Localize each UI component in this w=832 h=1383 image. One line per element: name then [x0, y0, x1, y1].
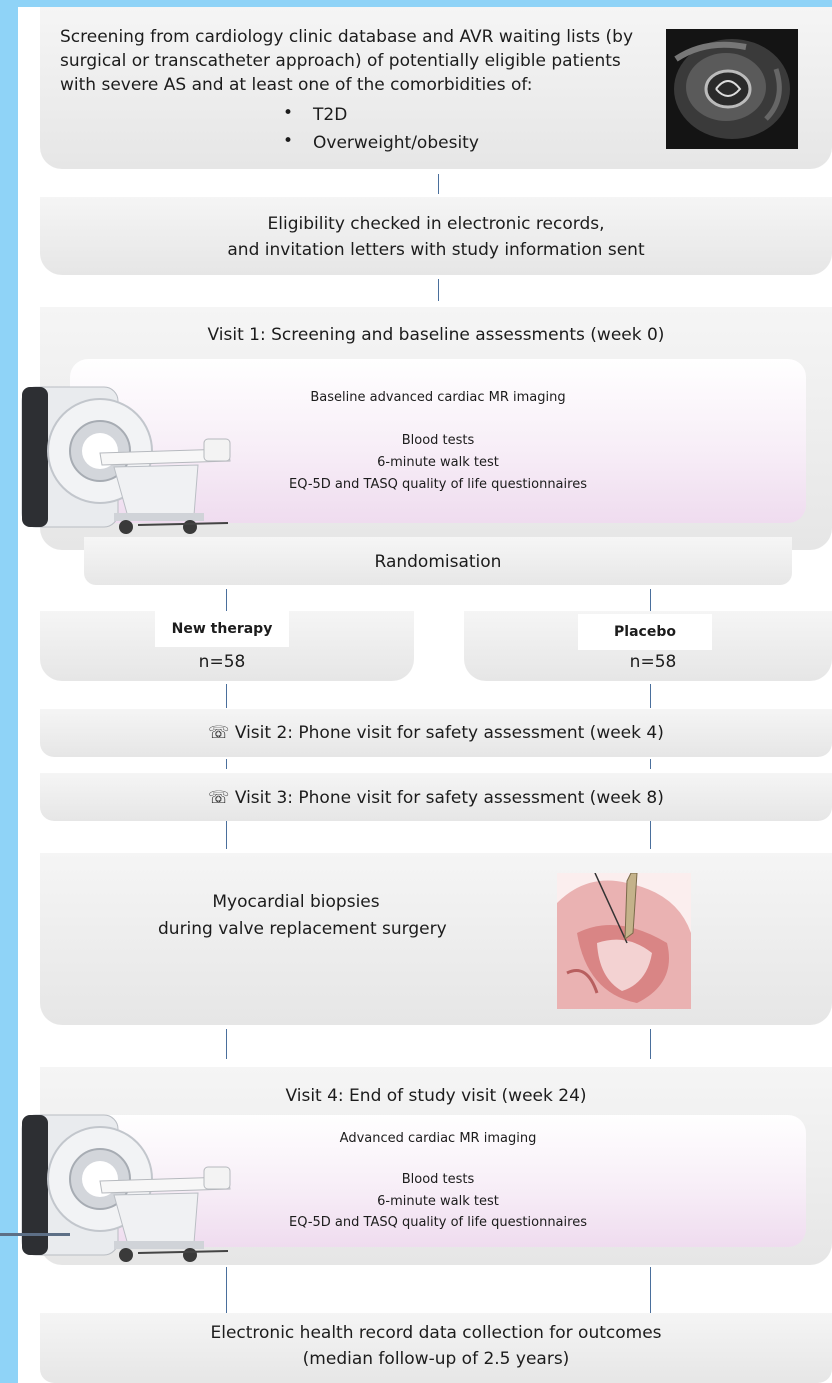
flow-diagram: Screening from cardiology clinic databas… [18, 7, 832, 1383]
connector [226, 1029, 227, 1059]
connector [650, 821, 651, 849]
mri-scanner-icon [21, 1114, 231, 1262]
placebo-n: n=58 [629, 652, 677, 672]
connector [650, 684, 651, 708]
visit4-title: Visit 4: End of study visit (week 24) [285, 1086, 587, 1106]
new-therapy-label: New therapy [155, 611, 289, 647]
visit1-test-questionnaires: EQ-5D and TASQ quality of life questionn… [289, 477, 587, 492]
visit1-title: Visit 1: Screening and baseline assessme… [207, 325, 665, 345]
mri-scanner-icon [21, 386, 231, 534]
heart-biopsy-illustration [557, 873, 691, 1009]
screening-text-line2: surgical or transcatheter approach) of p… [60, 51, 621, 71]
eligibility-box [40, 197, 832, 275]
biopsy-line1: Myocardial biopsies [212, 892, 380, 912]
visit4-imaging: Advanced cardiac MR imaging [339, 1131, 537, 1146]
randomisation-box [84, 537, 792, 585]
bullet-dot: • [283, 103, 294, 123]
screening-text-line1: Screening from cardiology clinic databas… [60, 27, 634, 47]
connector [650, 759, 651, 769]
bullet-t2d: T2D [313, 105, 348, 125]
visit2-box [40, 709, 832, 757]
visit4-test-questionnaires: EQ-5D and TASQ quality of life questionn… [289, 1215, 587, 1230]
outcomes-line2: (median follow-up of 2.5 years) [302, 1349, 570, 1369]
outcomes-line1: Electronic health record data collection… [210, 1323, 662, 1343]
connector [226, 759, 227, 769]
visit1-test-walk: 6-minute walk test [377, 455, 499, 470]
randomisation-label: Randomisation [374, 552, 502, 572]
biopsy-line2: during valve replacement surgery [158, 919, 447, 939]
eligibility-line2: and invitation letters with study inform… [227, 240, 645, 260]
connector [438, 279, 439, 301]
bullet-dot: • [283, 131, 294, 151]
biopsy-box [40, 853, 832, 1025]
edge-mark [0, 1233, 70, 1236]
visit2-label: ☏ Visit 2: Phone visit for safety assess… [208, 723, 664, 743]
connector [438, 174, 439, 194]
visit1-test-blood: Blood tests [401, 433, 475, 448]
connector [650, 1029, 651, 1059]
visit1-imaging: Baseline advanced cardiac MR imaging [310, 390, 566, 405]
connector [650, 1267, 651, 1313]
connector [226, 1267, 227, 1313]
visit4-test-blood: Blood tests [401, 1172, 475, 1187]
eligibility-line1: Eligibility checked in electronic record… [267, 214, 605, 234]
visit3-label: ☏ Visit 3: Phone visit for safety assess… [208, 788, 664, 808]
connector [226, 821, 227, 849]
connector [226, 684, 227, 708]
bullet-obesity: Overweight/obesity [313, 133, 479, 153]
new-therapy-n: n=58 [198, 652, 246, 672]
connector [226, 589, 227, 611]
connector [650, 589, 651, 611]
outcomes-box [40, 1313, 832, 1383]
visit4-test-walk: 6-minute walk test [377, 1194, 499, 1209]
echocardiogram-image [666, 29, 798, 149]
screening-text-line3: with severe AS and at least one of the c… [60, 75, 533, 95]
placebo-label: Placebo [578, 614, 712, 650]
visit3-box [40, 773, 832, 821]
